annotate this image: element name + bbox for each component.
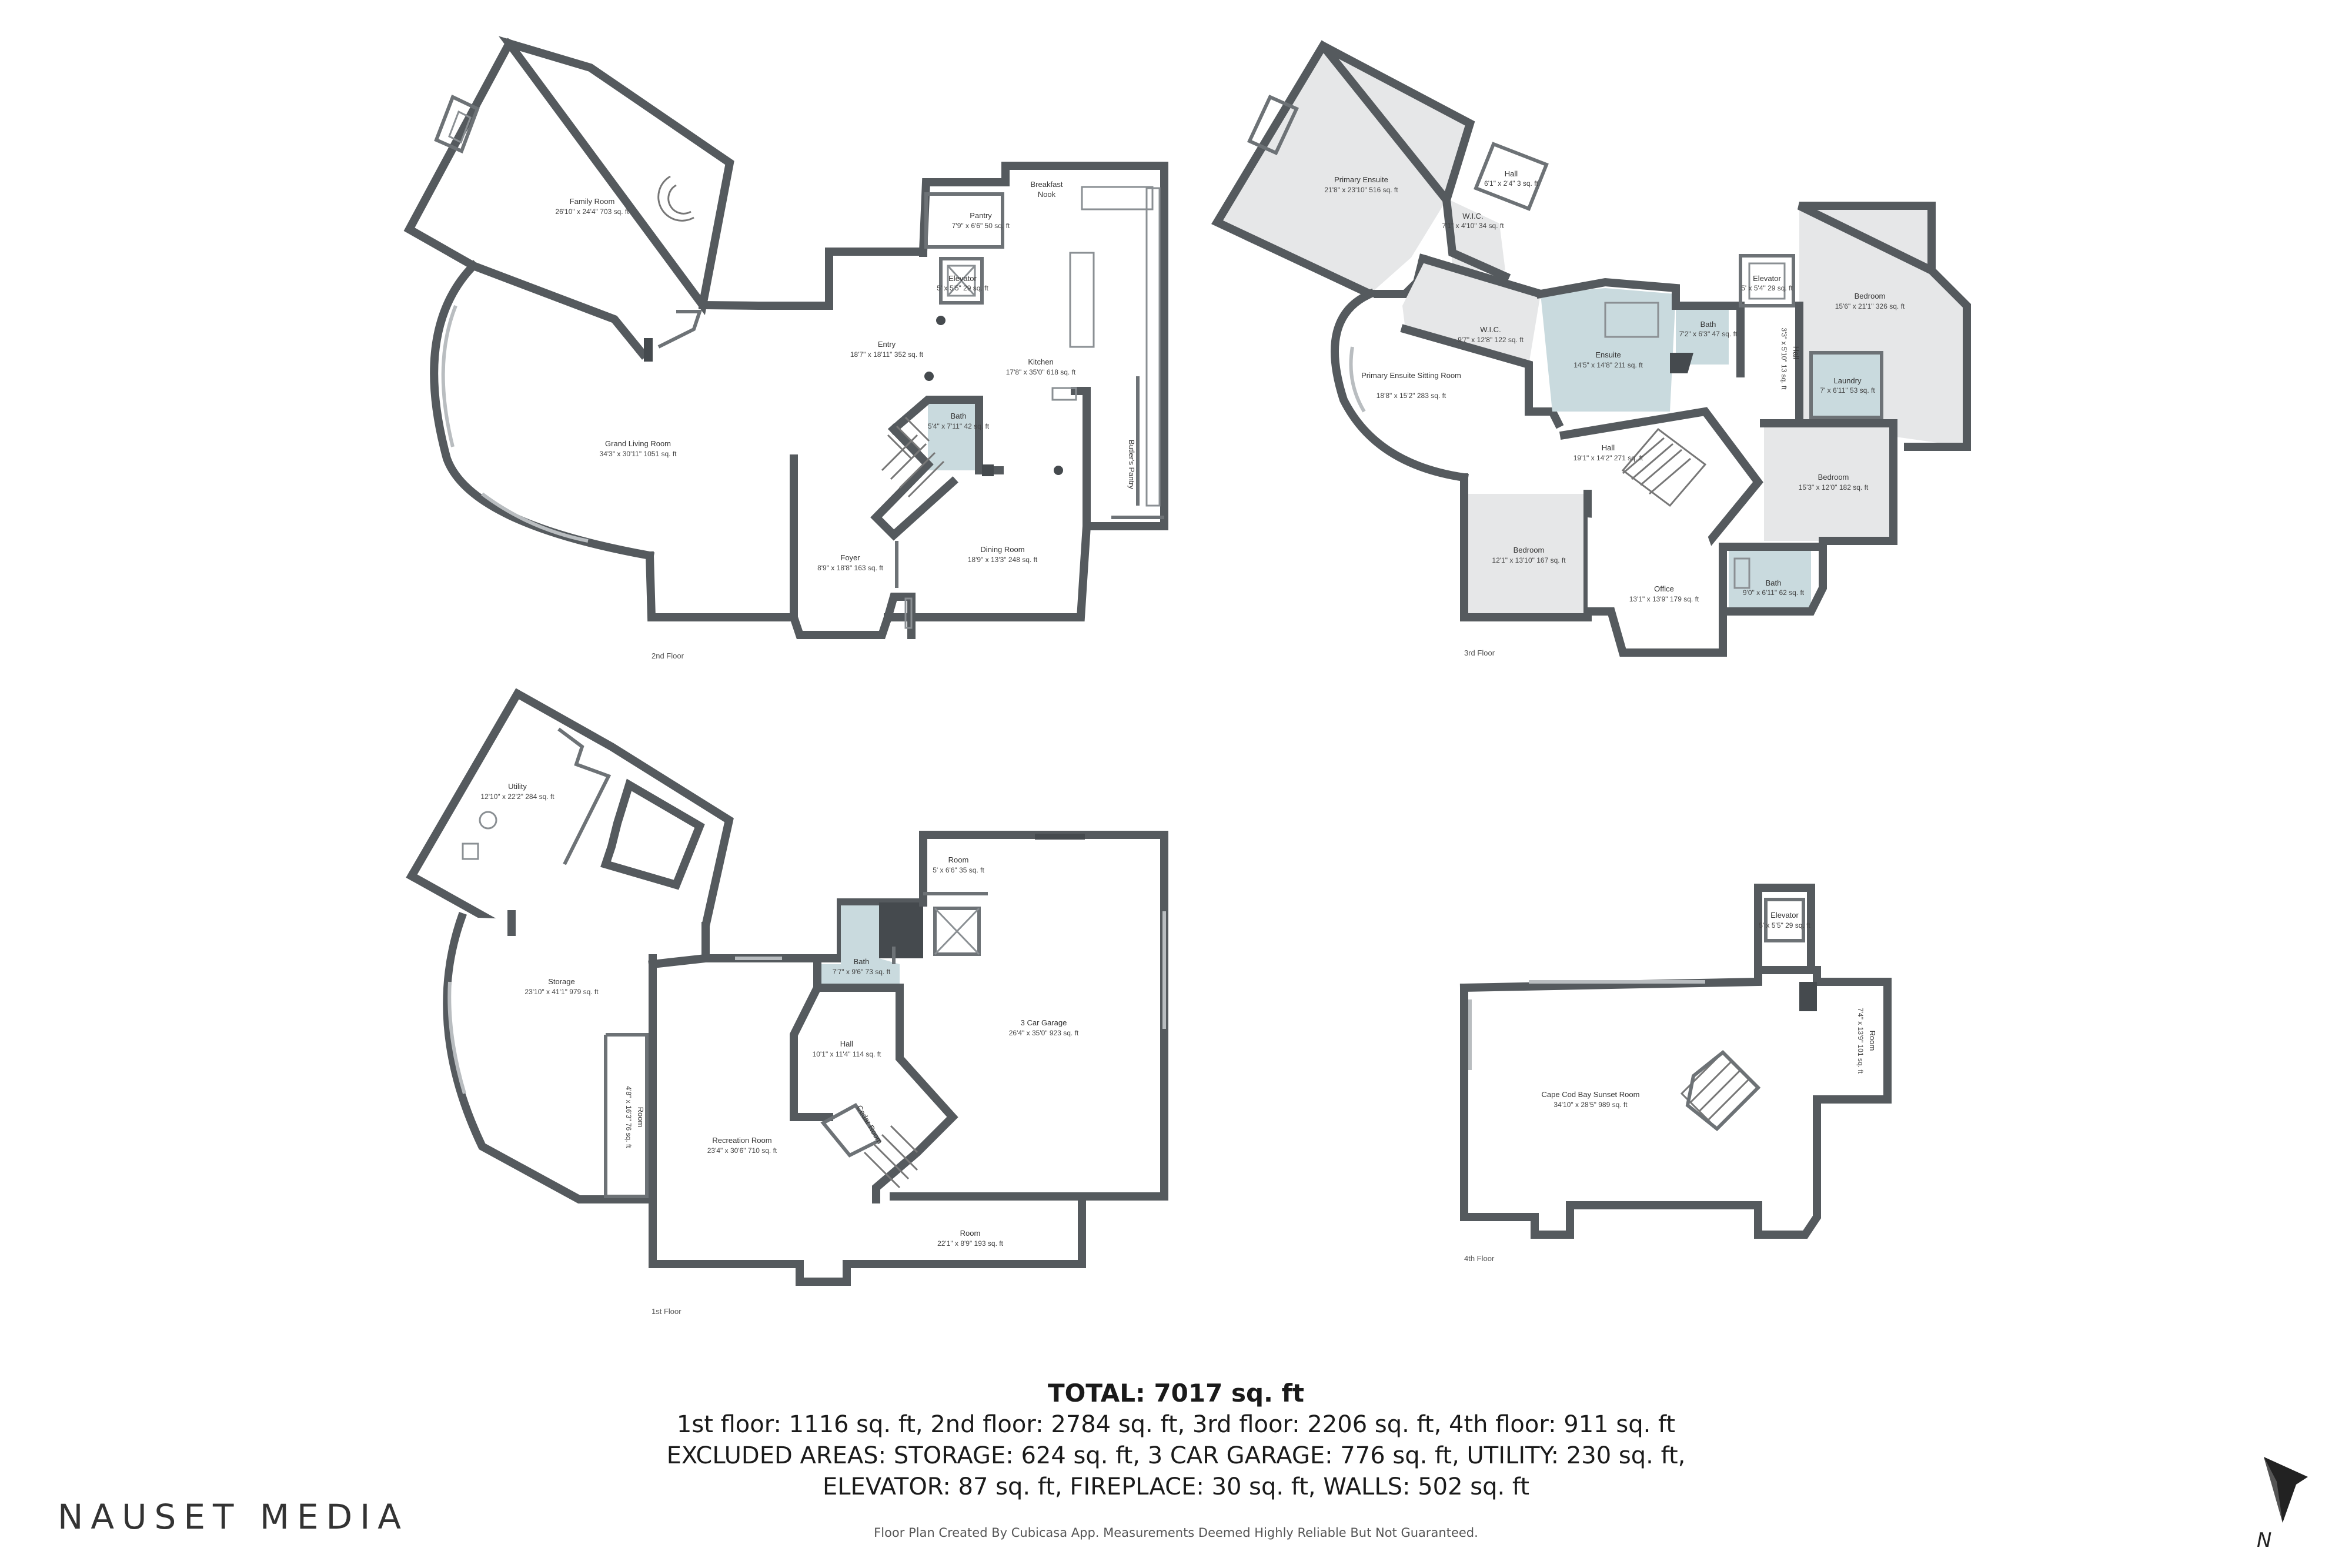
room-label: Entry: [878, 340, 896, 349]
room-label: Elevator: [948, 274, 977, 283]
room-label: Bath: [1700, 320, 1716, 329]
room-label: Room: [636, 1107, 645, 1128]
room-label: Bedroom: [1514, 546, 1545, 554]
room-dims: 7' x 6'11" 53 sq. ft: [1820, 386, 1875, 394]
room-dims: 26'10" x 24'4" 703 sq. ft: [555, 208, 629, 216]
room-label: Primary Ensuite: [1334, 175, 1388, 184]
room-dims: 7'1" x 4'10" 34 sq. ft: [1442, 222, 1504, 230]
room-dims: 9'7" x 12'8" 122 sq. ft: [1458, 336, 1524, 344]
room-dims: 5'4" x 7'11" 42 sq. ft: [928, 422, 990, 430]
room-label: Cedar Room: [855, 1104, 884, 1145]
excluded-areas-continued: ELEVATOR: 87 sq. ft, FIREPLACE: 30 sq. f…: [822, 1473, 1529, 1500]
room-dims: 22'1" x 8'9" 193 sq. ft: [937, 1239, 1004, 1248]
room-dims: 12'10" x 22'2" 284 sq. ft: [480, 793, 554, 801]
room-label: Room: [948, 855, 969, 864]
room-label: Primary Ensuite Sitting Room: [1361, 371, 1461, 380]
north-label: N: [2257, 1529, 2272, 1552]
room-label: Laundry: [1834, 376, 1862, 385]
room-dims: 7'2" x 6'3" 47 sq. ft: [1679, 330, 1738, 338]
room-dims: 6'1" x 2'4" 3 sq. ft: [1484, 179, 1538, 188]
room-dims: 5' x 6'6" 35 sq. ft: [933, 866, 984, 874]
room-label: Bath: [1766, 579, 1782, 587]
room-dims: 10'1" x 11'4" 114 sq. ft: [813, 1050, 881, 1058]
room-dims: 18'8" x 15'2" 283 sq. ft: [1377, 392, 1446, 400]
total-area: TOTAL: 7017 sq. ft: [1048, 1379, 1304, 1407]
room-dims: 13'1" x 13'9" 179 sq. ft: [1629, 595, 1699, 603]
third-floor-labels: Primary Ensuite 21'8" x 23'10" 516 sq. f…: [1324, 169, 1905, 657]
room-dims: 7'9" x 6'6" 50 sq. ft: [952, 222, 1010, 230]
room-dims: 34'10" x 28'5" 989 sq. ft: [1553, 1101, 1628, 1109]
room-dims: 12'1" x 13'10" 167 sq. ft: [1492, 556, 1566, 564]
room-label: Room: [1868, 1031, 1877, 1051]
room-dims: 18'7" x 18'11" 352 sq. ft: [850, 350, 924, 359]
room-label: Family Room: [570, 197, 615, 206]
room-label: Elevator: [1753, 274, 1781, 283]
room-label: Foyer: [840, 553, 860, 562]
room-dims: 23'10" x 41'1" 979 sq. ft: [524, 988, 599, 996]
room-dims: 14'5" x 14'8" 211 sq. ft: [1573, 361, 1643, 369]
north-arrow-icon: [2264, 1457, 2308, 1523]
room-dims: 17'8" x 35'0" 618 sq. ft: [1006, 368, 1076, 376]
room-dims: 18'9" x 13'3" 248 sq. ft: [968, 556, 1038, 564]
floor-label: 1st Floor: [652, 1307, 681, 1316]
room-dims: 21'8" x 23'10" 516 sq. ft: [1324, 186, 1398, 194]
room-label: W.I.C.: [1462, 212, 1483, 220]
room-label: Butler's Pantry: [1127, 440, 1136, 490]
room-dims: 5' x 5'5" 29 sq. ft: [1759, 921, 1810, 930]
room-dims: 34'3" x 30'11" 1051 sq. ft: [600, 450, 677, 458]
room-label: Storage: [548, 977, 575, 986]
credit-note: Floor Plan Created By Cubicasa App. Meas…: [874, 1526, 1478, 1540]
floor-label: 4th Floor: [1464, 1254, 1495, 1263]
room-label: Hall: [1505, 169, 1518, 178]
third-floor-plan: [1211, 40, 1971, 657]
first-floor-plan: [406, 688, 1168, 1286]
room-dims: 15'3" x 12'0" 182 sq. ft: [1799, 483, 1869, 492]
room-label: Bedroom: [1818, 473, 1849, 482]
room-label: Office: [1654, 584, 1674, 593]
room-dims: 8'9" x 18'8" 163 sq. ft: [817, 564, 884, 572]
brand-logo: NAUSET MEDIA: [58, 1497, 409, 1537]
room-label: Bath: [854, 957, 870, 966]
fourth-floor-labels: Elevator 5' x 5'5" 29 sq. ft Cape Cod Ba…: [1464, 911, 1877, 1263]
room-dims: 3'3" x 5'10" 13 sq. ft: [1780, 327, 1788, 390]
room-label: Elevator: [1770, 911, 1799, 920]
room-label: Nook: [1038, 190, 1056, 199]
second-floor-labels: Family Room 26'10" x 24'4" 703 sq. ft Br…: [555, 180, 1136, 660]
room-dims: 9'0" x 6'11" 62 sq. ft: [1743, 589, 1805, 597]
room-label: Utility: [508, 782, 527, 791]
room-label: Kitchen: [1028, 357, 1053, 366]
fourth-floor-plan: [1459, 884, 1892, 1239]
floor-label: 2nd Floor: [652, 651, 684, 660]
room-dims: 5' x 5'5" 29 sq. ft: [937, 284, 988, 292]
room-dims: 7'7" x 9'6" 73 sq. ft: [833, 968, 891, 976]
room-label: Hall: [840, 1039, 854, 1048]
room-dims: 23'4" x 30'6" 710 sq. ft: [707, 1146, 777, 1155]
room-dims: 19'1" x 14'2" 271 sq. ft: [1573, 454, 1643, 462]
second-floor-plan: [403, 36, 1168, 639]
room-label: Breakfast: [1031, 180, 1063, 189]
floor-label: 3rd Floor: [1464, 648, 1495, 657]
room-label: Dining Room: [980, 545, 1024, 554]
room-label: 3 Car Garage: [1021, 1018, 1067, 1027]
room-dims: 4'8" x 16'3" 76 sq. ft: [624, 1086, 633, 1148]
room-label: Recreation Room: [712, 1136, 771, 1145]
room-label: Hall: [1602, 443, 1615, 452]
room-label: Ensuite: [1595, 350, 1621, 359]
room-dims: 5' x 5'4" 29 sq. ft: [1741, 284, 1793, 292]
room-dims: 26'4" x 35'0" 923 sq. ft: [1009, 1029, 1079, 1037]
room-label: Room: [960, 1229, 981, 1238]
room-label: Grand Living Room: [605, 439, 671, 448]
first-floor-labels: Utility 12'10" x 22'2" 284 sq. ft Room 5…: [480, 782, 1079, 1316]
excluded-areas: EXCLUDED AREAS: STORAGE: 624 sq. ft, 3 C…: [666, 1442, 1686, 1469]
room-label: Cape Cod Bay Sunset Room: [1542, 1090, 1640, 1099]
room-dims: 7'4" x 13'9" 101 sq. ft: [1856, 1008, 1865, 1074]
room-label: Bedroom: [1855, 292, 1886, 300]
room-label: W.I.C.: [1480, 325, 1501, 334]
floor-areas: 1st floor: 1116 sq. ft, 2nd floor: 2784 …: [676, 1411, 1676, 1438]
room-label: Pantry: [970, 211, 992, 220]
room-label: Hall: [1792, 346, 1800, 360]
room-label: Bath: [951, 412, 967, 420]
room-dims: 15'6" x 21'1" 326 sq. ft: [1835, 302, 1905, 310]
